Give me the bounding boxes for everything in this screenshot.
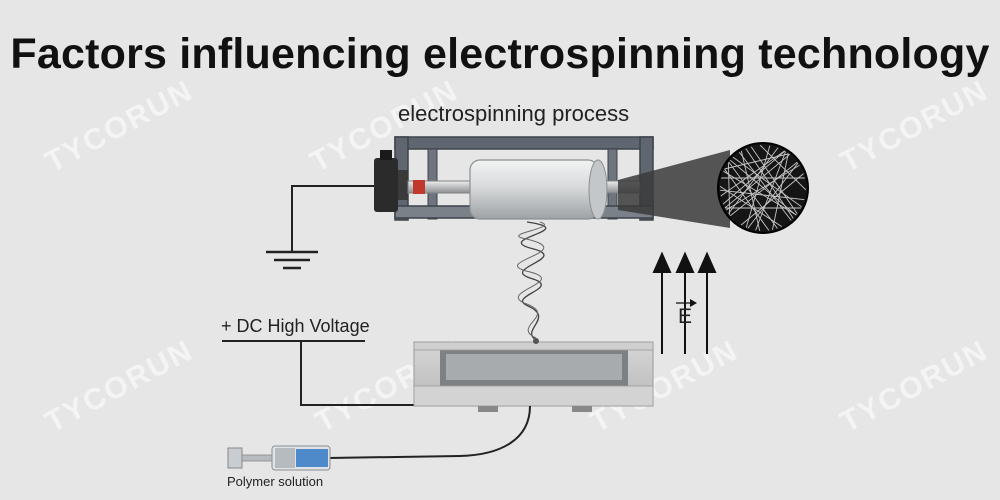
rotating-drum (469, 159, 608, 220)
motor (374, 150, 408, 212)
polymer-tubing (327, 405, 531, 459)
ground-wire (266, 185, 374, 270)
page-title: Factors influencing electrospinning tech… (10, 30, 990, 78)
electric-field-label: E (678, 305, 693, 328)
fiber-magnification (618, 142, 809, 234)
spinneret-tray (413, 338, 654, 412)
electric-field-arrows (652, 251, 717, 354)
polymer-jet-spiral (517, 221, 545, 339)
voltage-wire (222, 340, 428, 406)
voltage-label: + DC High Voltage (221, 316, 370, 336)
syringe (227, 445, 331, 471)
spindle-coupling (413, 180, 425, 194)
polymer-solution-label: Polymer solution (227, 474, 324, 489)
process-label: electrospinning process (398, 101, 630, 126)
